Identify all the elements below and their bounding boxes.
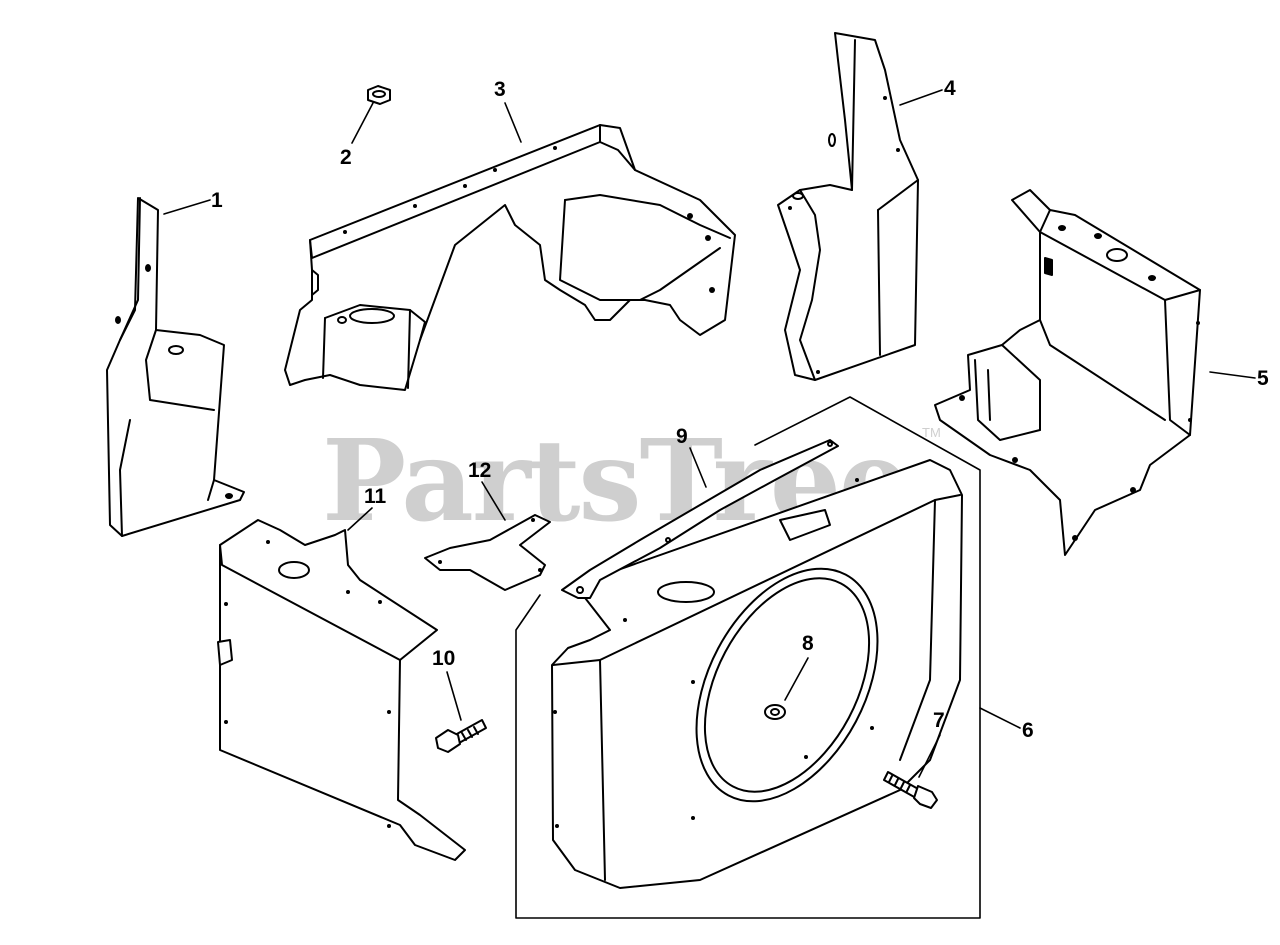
- part-8-grommet[interactable]: [765, 705, 785, 719]
- part-1-left-air-baffle[interactable]: [107, 198, 244, 536]
- part-7-screw[interactable]: [884, 772, 937, 808]
- leader-lines: [163, 89, 1256, 778]
- part-12-small-plate[interactable]: [425, 515, 550, 590]
- part-4-right-air-baffle[interactable]: [778, 33, 918, 380]
- callout-8[interactable]: 8: [802, 632, 814, 655]
- callout-4[interactable]: 4: [944, 77, 956, 100]
- callout-5[interactable]: 5: [1257, 367, 1269, 390]
- callout-3[interactable]: 3: [494, 78, 506, 101]
- part-10-hex-bolt[interactable]: [436, 720, 486, 752]
- part-5-side-shroud[interactable]: [935, 190, 1200, 555]
- callout-1[interactable]: 1: [211, 189, 223, 212]
- callout-2[interactable]: 2: [340, 146, 352, 169]
- part-6-blower-housing-assembly[interactable]: [516, 397, 980, 918]
- part-2-hex-nut[interactable]: [368, 86, 390, 104]
- callout-11[interactable]: 11: [364, 485, 387, 508]
- callout-7[interactable]: 7: [933, 709, 945, 732]
- part-11-lower-side-shroud[interactable]: [218, 520, 465, 860]
- callout-12[interactable]: 12: [468, 459, 491, 482]
- part-3-cylinder-head-baffle[interactable]: [285, 125, 735, 390]
- watermark-trademark: TM: [922, 425, 941, 440]
- callout-labels: 1 2 3 4 5 6 7 8 9 10 11 12: [211, 77, 1269, 742]
- callout-10[interactable]: 10: [432, 647, 455, 670]
- callout-9[interactable]: 9: [676, 425, 688, 448]
- part-9-baffle-strip[interactable]: [562, 440, 838, 598]
- callout-6[interactable]: 6: [1022, 719, 1034, 742]
